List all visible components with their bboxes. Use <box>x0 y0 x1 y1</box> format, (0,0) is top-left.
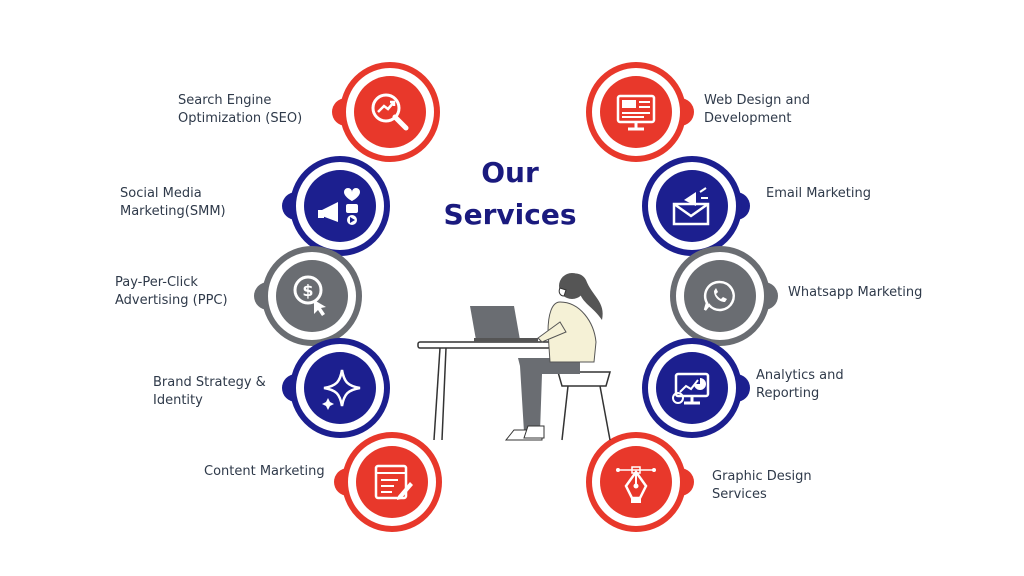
service-label: Analytics and Reporting <box>756 368 844 401</box>
service-label: Email Marketing <box>766 186 871 201</box>
whatsapp-icon <box>703 280 735 312</box>
badge-disc <box>684 260 756 332</box>
service-badge <box>334 432 442 532</box>
badge-disc <box>354 76 426 148</box>
service-badge <box>332 62 440 162</box>
sparkle-icon <box>322 369 361 410</box>
service-label: Web Design and Development <box>704 93 810 126</box>
service-badge <box>282 338 390 438</box>
service-badge <box>586 432 694 532</box>
pen-tool-icon <box>616 466 656 503</box>
badge-disc <box>276 260 348 332</box>
web-monitor-icon <box>616 94 656 131</box>
service-label: Search Engine Optimization (SEO) <box>178 93 303 126</box>
service-badge <box>586 62 694 162</box>
analytics-icon <box>672 372 710 405</box>
badge-disc <box>304 352 376 424</box>
person-at-desk-illustration <box>417 273 611 441</box>
service-label: Social Media Marketing(SMM) <box>120 186 226 219</box>
diagram-title: Our Services <box>430 152 590 236</box>
svg-text:$: $ <box>302 281 313 300</box>
megaphone-icon <box>318 188 360 225</box>
service-badge <box>642 338 750 438</box>
envelope-megaphone-icon <box>672 187 710 226</box>
badge-disc <box>356 446 428 518</box>
service-badge <box>282 156 390 256</box>
service-label: Pay-Per-Click Advertising (PPC) <box>115 275 228 308</box>
service-label: Brand Strategy & Identity <box>153 375 266 408</box>
service-badge <box>642 156 750 256</box>
service-badge: $ <box>254 246 362 346</box>
dollar-click-icon: $ <box>293 275 326 316</box>
title-line-1: Our <box>481 156 539 189</box>
title-line-2: Services <box>443 198 577 231</box>
service-label: Graphic Design Services <box>712 469 812 502</box>
badge-disc <box>304 170 376 242</box>
content-edit-icon <box>374 464 413 500</box>
seo-magnifier-icon <box>371 93 409 131</box>
badge-disc <box>656 170 728 242</box>
service-label: Whatsapp Marketing <box>788 285 923 300</box>
service-label: Content Marketing <box>204 464 325 479</box>
service-badge <box>670 246 778 346</box>
